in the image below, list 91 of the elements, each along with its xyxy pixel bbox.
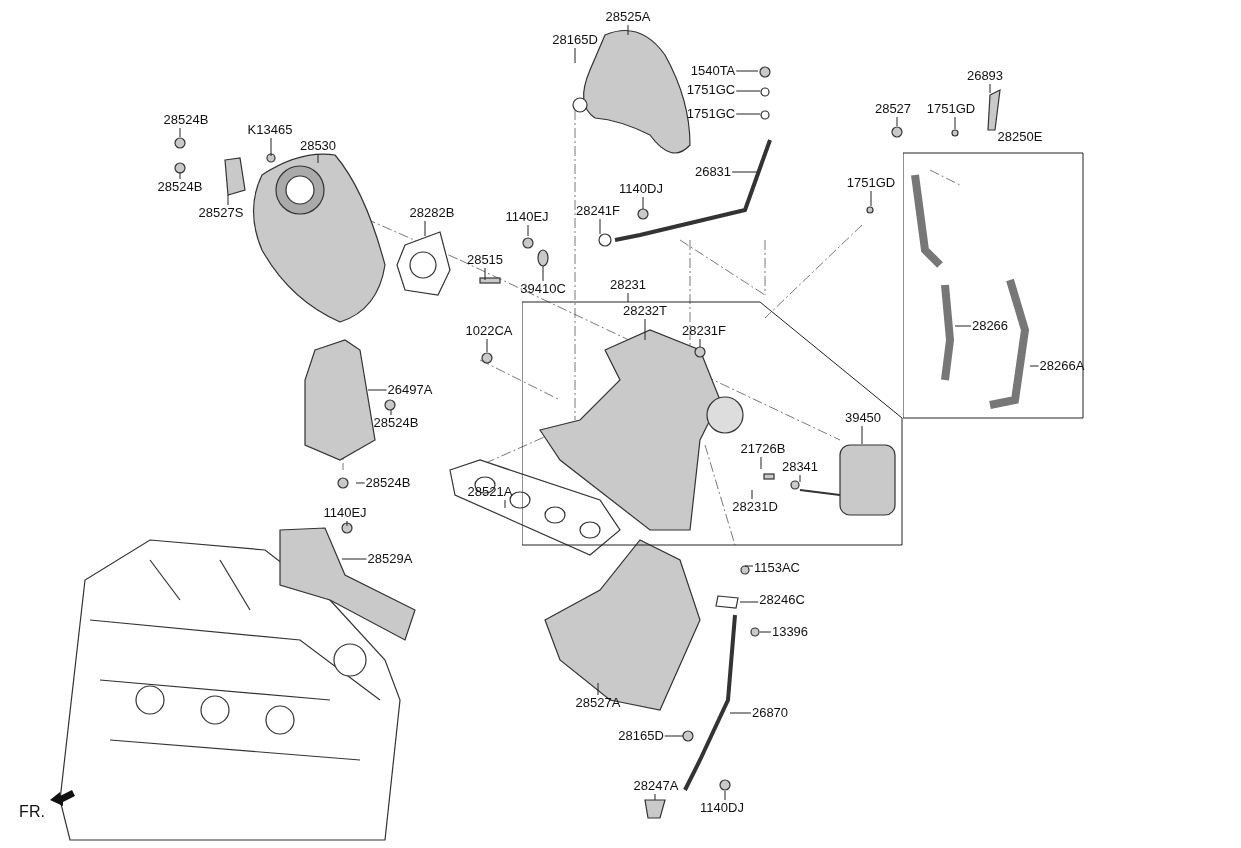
part-number: 1751GC <box>686 83 736 97</box>
part-number: 28524B <box>373 416 419 430</box>
leader-line <box>390 409 392 416</box>
leader-line <box>642 196 644 210</box>
leader-line <box>317 153 319 164</box>
leader-line <box>424 220 426 237</box>
part-number: 26497A <box>387 383 433 397</box>
leader-line <box>367 389 388 391</box>
leader-line <box>744 565 754 567</box>
part-number: 28232T <box>622 304 668 318</box>
part-number: 28527A <box>575 696 621 710</box>
part-number: 28515 <box>466 253 504 267</box>
part-number: 28241F <box>575 204 621 218</box>
part-number: 28250E <box>997 130 1043 144</box>
leader-line <box>527 224 529 237</box>
leader-line <box>664 735 684 737</box>
part-number: 1153AC <box>754 561 800 575</box>
leader-line <box>270 137 272 157</box>
part-number: 28231F <box>681 324 727 338</box>
part-number: 1140EJ <box>323 506 367 520</box>
leader-line <box>504 499 506 509</box>
leader-line <box>735 113 761 115</box>
leader-line <box>735 90 761 92</box>
part-number: 28527S <box>198 206 244 220</box>
part-number: K13465 <box>247 123 293 137</box>
leader-line <box>341 558 368 560</box>
part-number: 28341 <box>781 460 819 474</box>
leader-line <box>735 70 759 72</box>
part-number: 28524B <box>157 180 203 194</box>
leader-line <box>542 265 544 282</box>
part-number: 1140EJ <box>505 210 549 224</box>
part-number: 28266A <box>1039 359 1085 373</box>
part-number: 26893 <box>966 69 1004 83</box>
part-number: 13396 <box>771 625 809 639</box>
leader-line <box>759 631 772 633</box>
part-number: 26870 <box>751 706 789 720</box>
part-number: 28524B <box>163 113 209 127</box>
part-number: 28529A <box>367 552 413 566</box>
leader-line <box>597 682 599 696</box>
leader-line <box>179 171 181 180</box>
leader-line <box>484 267 486 281</box>
leader-line <box>731 171 758 173</box>
part-number: 1751GD <box>926 102 976 116</box>
leader-line <box>954 325 972 327</box>
leader-line <box>760 456 762 470</box>
part-number: 28527 <box>874 102 912 116</box>
leader-line <box>179 127 181 138</box>
leader-line <box>599 218 601 235</box>
part-number: 1140DJ <box>619 182 663 196</box>
leader-line <box>654 793 656 801</box>
leader-line <box>729 712 752 714</box>
leader-line <box>739 601 759 603</box>
part-number: 28525A <box>605 10 651 24</box>
part-number: 1540TA <box>690 64 736 78</box>
part-number: 28231D <box>732 500 778 514</box>
part-number: 39410C <box>520 282 566 296</box>
part-number: 28530 <box>299 139 337 153</box>
leader-line <box>954 116 956 130</box>
part-number: 21726B <box>740 442 786 456</box>
leader-line <box>346 520 348 527</box>
part-number: 28231 <box>609 278 647 292</box>
part-number: 28521A <box>467 485 513 499</box>
leader-line <box>644 318 646 341</box>
leader-line <box>486 338 488 353</box>
part-number: 28165D <box>618 729 664 743</box>
part-number: 1751GC <box>686 107 736 121</box>
part-number: 28165D <box>552 33 598 47</box>
part-number: 1022CA <box>465 324 513 338</box>
front-direction-label: FR. <box>19 805 45 819</box>
leader-line <box>355 482 366 484</box>
part-number: 1751GD <box>846 176 896 190</box>
part-number: 28247A <box>633 779 679 793</box>
leader-line <box>724 790 726 801</box>
leader-line <box>861 425 863 445</box>
part-number: 28282B <box>409 206 455 220</box>
leader-line <box>751 489 753 500</box>
leader-line <box>799 474 801 483</box>
leader-line <box>1029 365 1040 367</box>
part-number: 28524B <box>365 476 411 490</box>
part-number: 28266 <box>971 319 1009 333</box>
leader-line <box>574 47 576 64</box>
leader-line <box>227 194 229 206</box>
leader-line <box>627 24 629 36</box>
leader-line <box>699 338 701 348</box>
part-number: 26831 <box>694 165 732 179</box>
part-number: 28246C <box>759 593 805 607</box>
part-number: 1140DJ <box>700 801 744 815</box>
leader-line <box>896 116 898 127</box>
leader-line <box>870 190 872 207</box>
leader-line <box>989 83 991 94</box>
part-number: 39450 <box>844 411 882 425</box>
